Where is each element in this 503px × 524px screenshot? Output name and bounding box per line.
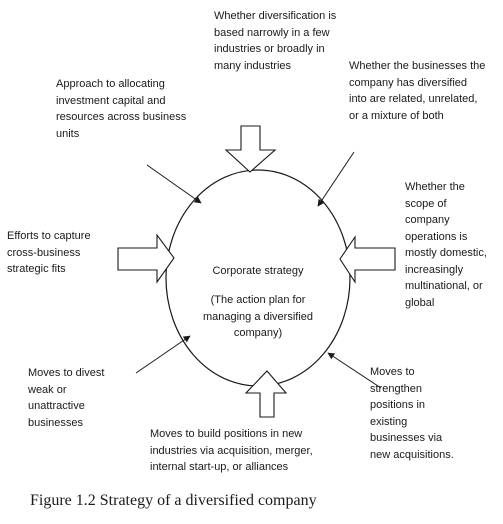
label-relatedness: Whether the businesses the company has d… <box>349 60 486 122</box>
label-divest-moves: Moves to divest weak or unattractive bus… <box>28 367 105 429</box>
block-arrow-right <box>339 235 396 284</box>
label-strategic-fits: Efforts to capture cross-business strate… <box>7 230 91 275</box>
block-arrow-bottom <box>244 370 288 418</box>
center-title: Corporate strategy <box>212 265 304 277</box>
label-scope-of-operations: Whether the scope of company operations … <box>405 181 487 309</box>
block-arrow-left <box>117 233 175 284</box>
label-new-positions: Moves to build positions in new industri… <box>150 428 313 473</box>
label-diversification-breadth: Whether diversification is based narrowl… <box>214 10 337 72</box>
line-arrow-top-right <box>317 151 355 207</box>
line-arrow-bottom-left <box>135 335 191 374</box>
line-arrow-bottom-right <box>327 352 382 389</box>
center-subtitle: (The action plan for managing a diversif… <box>202 294 314 339</box>
label-capital-allocation: Approach to allocating investment capita… <box>56 78 187 140</box>
block-arrow-top <box>224 125 277 173</box>
line-arrow-top-left <box>146 164 202 204</box>
label-strengthen-positions: Moves to strengthen positions in existin… <box>370 366 454 461</box>
figure-caption: Figure 1.2 Strategy of a diversified com… <box>30 492 317 509</box>
